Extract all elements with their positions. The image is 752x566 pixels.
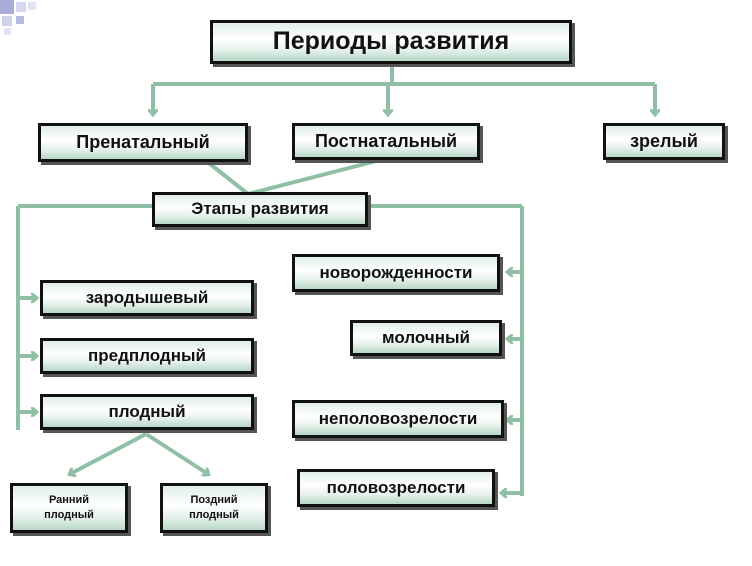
corner-decoration — [0, 0, 60, 40]
period-mature: зрелый — [603, 123, 725, 160]
stage-milk: молочный — [350, 320, 502, 356]
substage-early-fetal: Ранний плодный — [10, 483, 128, 533]
substage-late-fetal: Поздний плодный — [160, 483, 268, 533]
stages-title: Этапы развития — [152, 192, 368, 227]
period-prenatal: Пренатальный — [38, 123, 248, 162]
stage-germinal: зародышевый — [40, 280, 254, 316]
stage-prefetal: предплодный — [40, 338, 254, 374]
stage-newborn: новорожденности — [292, 254, 500, 292]
diagram-title: Периоды развития — [210, 20, 572, 64]
period-postnatal: Постнатальный — [292, 123, 480, 160]
stage-prepubertal: неполовозрелости — [292, 400, 504, 438]
stage-fetal: плодный — [40, 394, 254, 430]
stage-pubertal: половозрелости — [297, 469, 495, 507]
